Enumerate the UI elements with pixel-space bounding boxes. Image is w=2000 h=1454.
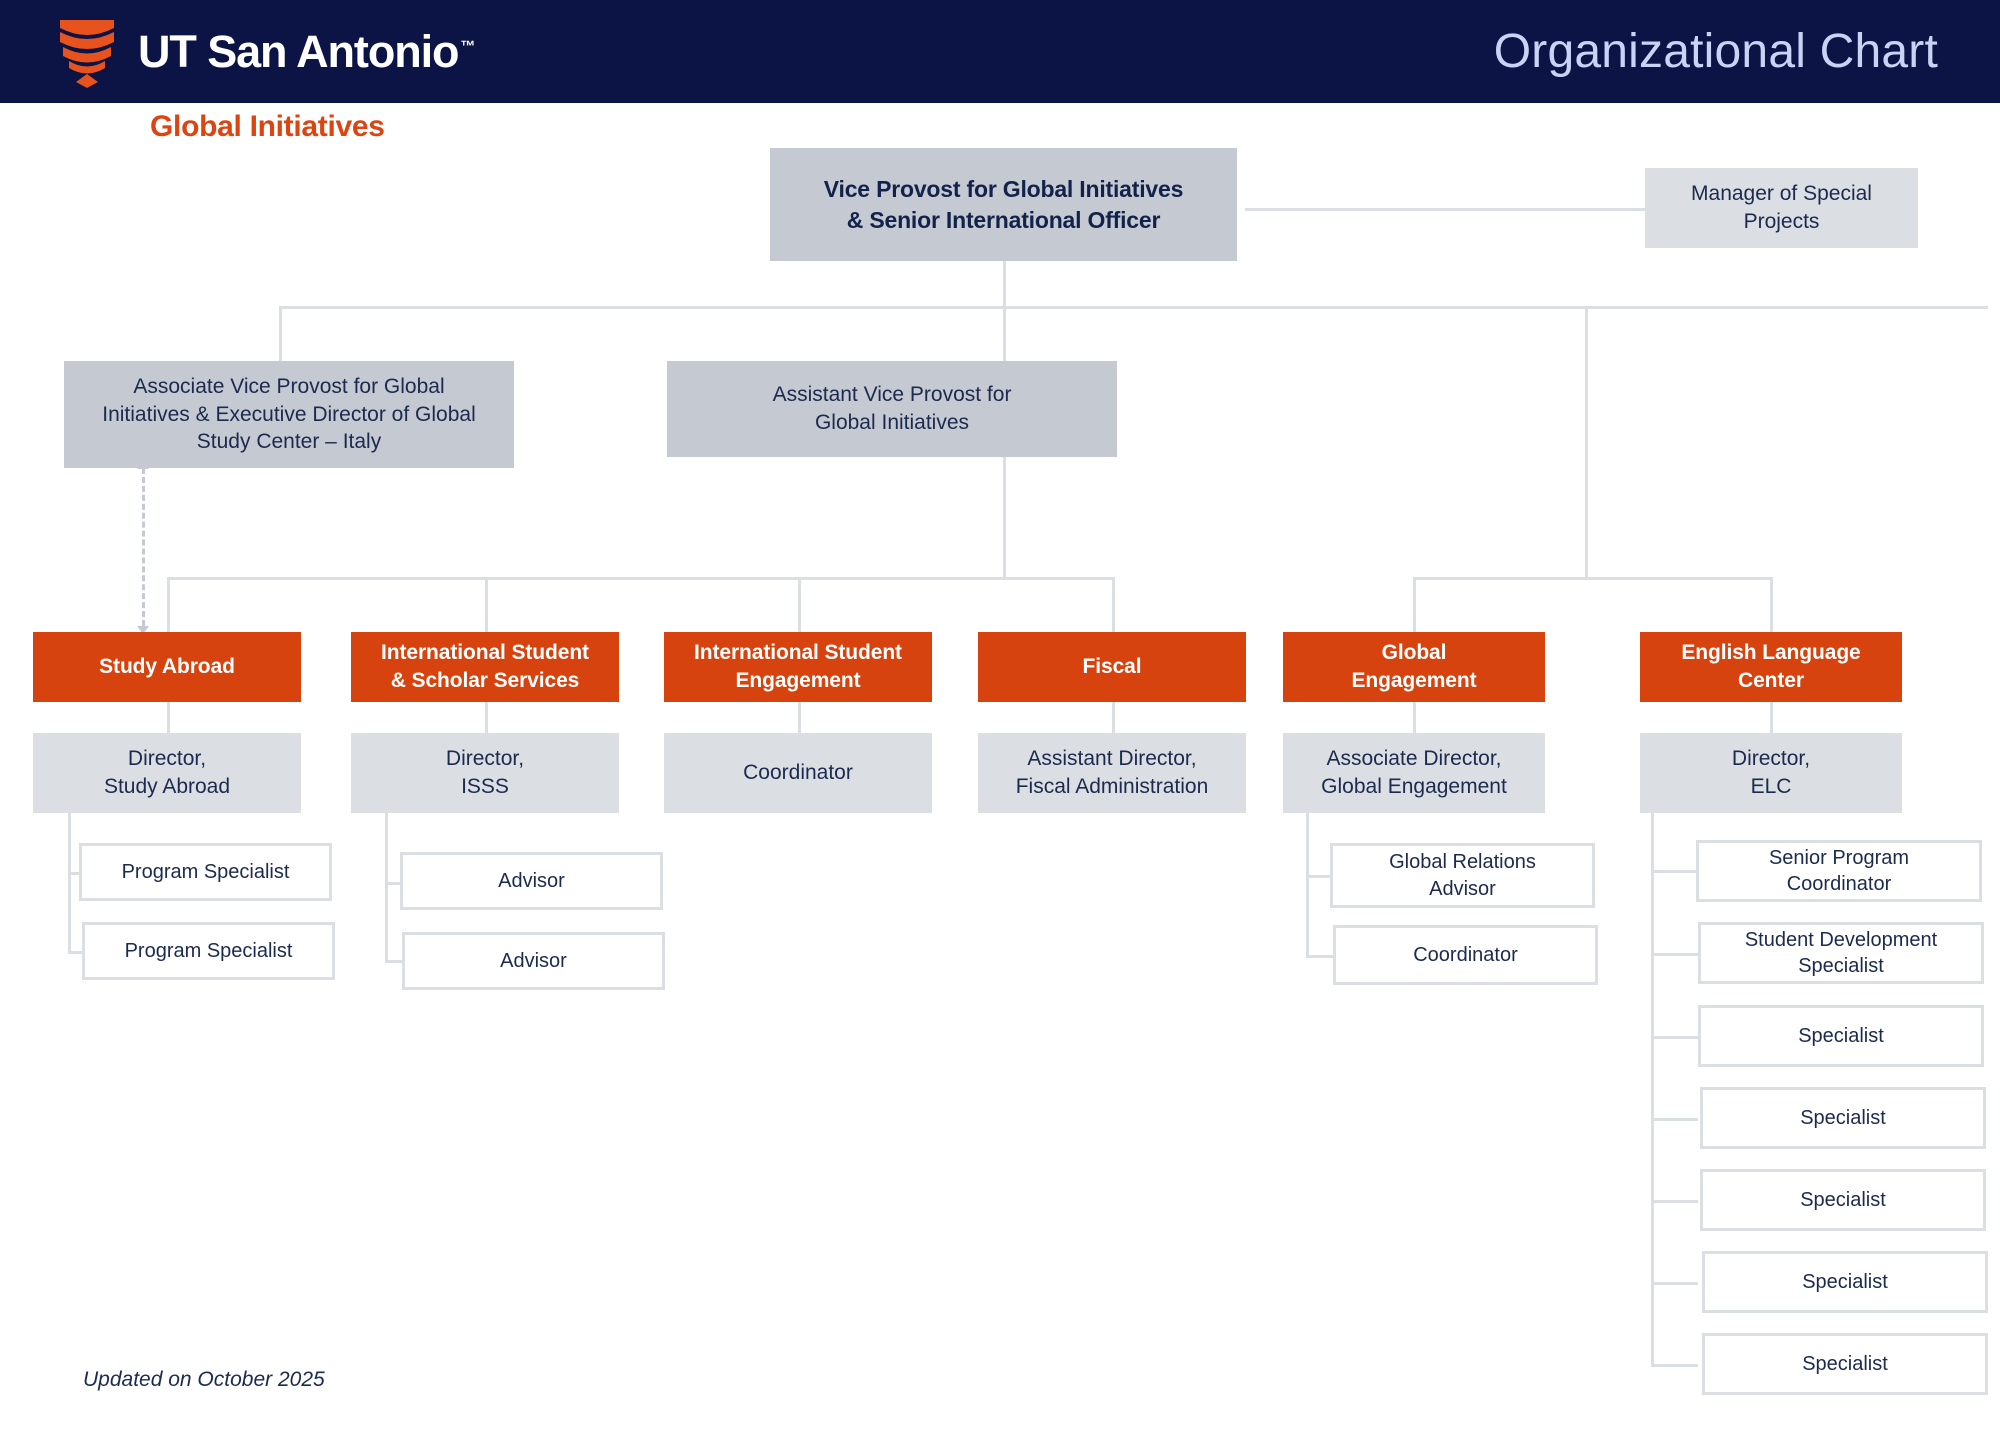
node-dept-international-student-engagement[interactable]: International Student Engagement [664, 632, 932, 702]
node-dept-fiscal[interactable]: Fiscal [978, 632, 1246, 702]
edge-ise-to-coordinator [798, 702, 801, 733]
edge-elc-dir-to-sds [1651, 953, 1698, 956]
edge-ge-dir-spine [1306, 813, 1309, 956]
utsa-shield-icon [60, 19, 114, 88]
edge-dept-bus-drop-elc [1770, 577, 1773, 632]
node-vice-provost[interactable]: Vice Provost for Global Initiatives & Se… [770, 148, 1237, 261]
edge-bus-to-assoc-vp [279, 306, 282, 361]
node-dept-study-abroad[interactable]: Study Abroad [33, 632, 301, 702]
edge-level1-bus [279, 306, 1988, 309]
node-assistant-vice-provost[interactable]: Assistant Vice Provost for Global Initia… [667, 361, 1117, 457]
edge-elc-dir-to-s4 [1651, 1282, 1698, 1285]
node-dept-global-engagement[interactable]: Global Engagement [1283, 632, 1545, 702]
edge-elc-dir-spine [1651, 813, 1654, 1364]
node-dept-english-language-center[interactable]: English Language Center [1640, 632, 1902, 702]
node-manager-special-projects[interactable]: Manager of Special Projects [1645, 168, 1918, 248]
edge-elc-to-director [1770, 702, 1773, 733]
edge-elc-dir-to-spc [1651, 870, 1698, 873]
edge-sa-dir-to-ps2 [68, 951, 82, 954]
edge-elc-dir-to-s2 [1651, 1118, 1698, 1121]
edge-fiscal-to-asst-director [1112, 702, 1115, 733]
edge-isss-to-director [485, 702, 488, 733]
department-subtitle: Global Initiatives [150, 110, 385, 143]
node-director-elc[interactable]: Director, ELC [1640, 733, 1902, 813]
node-dept-isss[interactable]: International Student & Scholar Services [351, 632, 619, 702]
edge-bus-to-right-branch [1585, 306, 1588, 579]
edge-isss-dir-to-adv1 [385, 882, 402, 885]
arrow-down-icon [137, 626, 149, 634]
edge-dept-bus-drop-ise [798, 577, 801, 632]
edge-isss-dir-to-adv2 [385, 960, 402, 963]
node-program-specialist-2[interactable]: Program Specialist [82, 922, 335, 980]
node-student-development-specialist[interactable]: Student Development Specialist [1698, 922, 1984, 984]
node-director-study-abroad[interactable]: Director, Study Abroad [33, 733, 301, 813]
edge-dept-bus-drop-ge [1413, 577, 1416, 632]
node-specialist-4[interactable]: Specialist [1702, 1251, 1988, 1313]
node-advisor-2[interactable]: Advisor [402, 932, 665, 990]
edge-elc-dir-to-s1 [1651, 1036, 1698, 1039]
edge-sa-to-director [167, 702, 170, 733]
last-updated-note: Updated on October 2025 [83, 1368, 325, 1391]
node-specialist-3[interactable]: Specialist [1700, 1169, 1986, 1231]
trademark-symbol: ™ [460, 37, 475, 55]
node-assistant-director-fiscal[interactable]: Assistant Director, Fiscal Administratio… [978, 733, 1246, 813]
edge-isss-dir-spine [385, 813, 388, 961]
edge-dept-bus-left [167, 577, 1115, 580]
node-coordinator-ise[interactable]: Coordinator [664, 733, 932, 813]
node-associate-director-global-engagement[interactable]: Associate Director, Global Engagement [1283, 733, 1545, 813]
edge-assoc-vp-to-study-abroad-dashed [142, 468, 145, 626]
edge-dept-bus-drop-isss [485, 577, 488, 632]
edge-vp-stem [1003, 261, 1006, 308]
edge-bus-to-asst-vp [1003, 306, 1006, 361]
edge-ge-dir-to-coord [1306, 955, 1333, 958]
brand-text: UT San Antonio [138, 25, 459, 77]
node-program-specialist-1[interactable]: Program Specialist [79, 843, 332, 901]
edge-asst-vp-stem [1003, 457, 1006, 579]
edge-elc-dir-to-s5 [1651, 1364, 1698, 1367]
edge-vp-to-msp [1245, 208, 1645, 211]
node-specialist-5[interactable]: Specialist [1702, 1333, 1988, 1395]
edge-sa-dir-spine [68, 813, 71, 952]
node-advisor-1[interactable]: Advisor [400, 852, 663, 910]
node-director-isss[interactable]: Director, ISSS [351, 733, 619, 813]
edge-elc-dir-to-s3 [1651, 1200, 1698, 1203]
edge-dept-bus-right [1413, 577, 1773, 580]
edge-ge-dir-to-gra [1306, 875, 1333, 878]
node-senior-program-coordinator[interactable]: Senior Program Coordinator [1696, 840, 1982, 902]
node-associate-vice-provost[interactable]: Associate Vice Provost for Global Initia… [64, 361, 514, 468]
node-global-relations-advisor[interactable]: Global Relations Advisor [1330, 843, 1595, 908]
node-coordinator-global-engagement[interactable]: Coordinator [1333, 925, 1598, 985]
page-title: Organizational Chart [1493, 25, 1938, 78]
edge-dept-bus-drop-sa [167, 577, 170, 632]
edge-dept-bus-drop-fiscal [1112, 577, 1115, 632]
edge-ge-to-assoc-director [1413, 702, 1416, 733]
edge-sa-dir-to-ps1 [68, 872, 82, 875]
node-specialist-2[interactable]: Specialist [1700, 1087, 1986, 1149]
node-specialist-1[interactable]: Specialist [1698, 1005, 1984, 1067]
